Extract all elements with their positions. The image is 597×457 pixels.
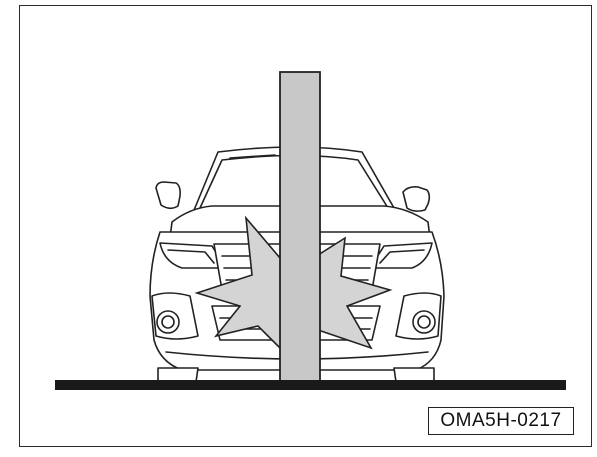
ground-line bbox=[55, 380, 566, 390]
pole-icon bbox=[280, 72, 320, 382]
figure-code-label: OMA5H-0217 bbox=[428, 407, 574, 435]
